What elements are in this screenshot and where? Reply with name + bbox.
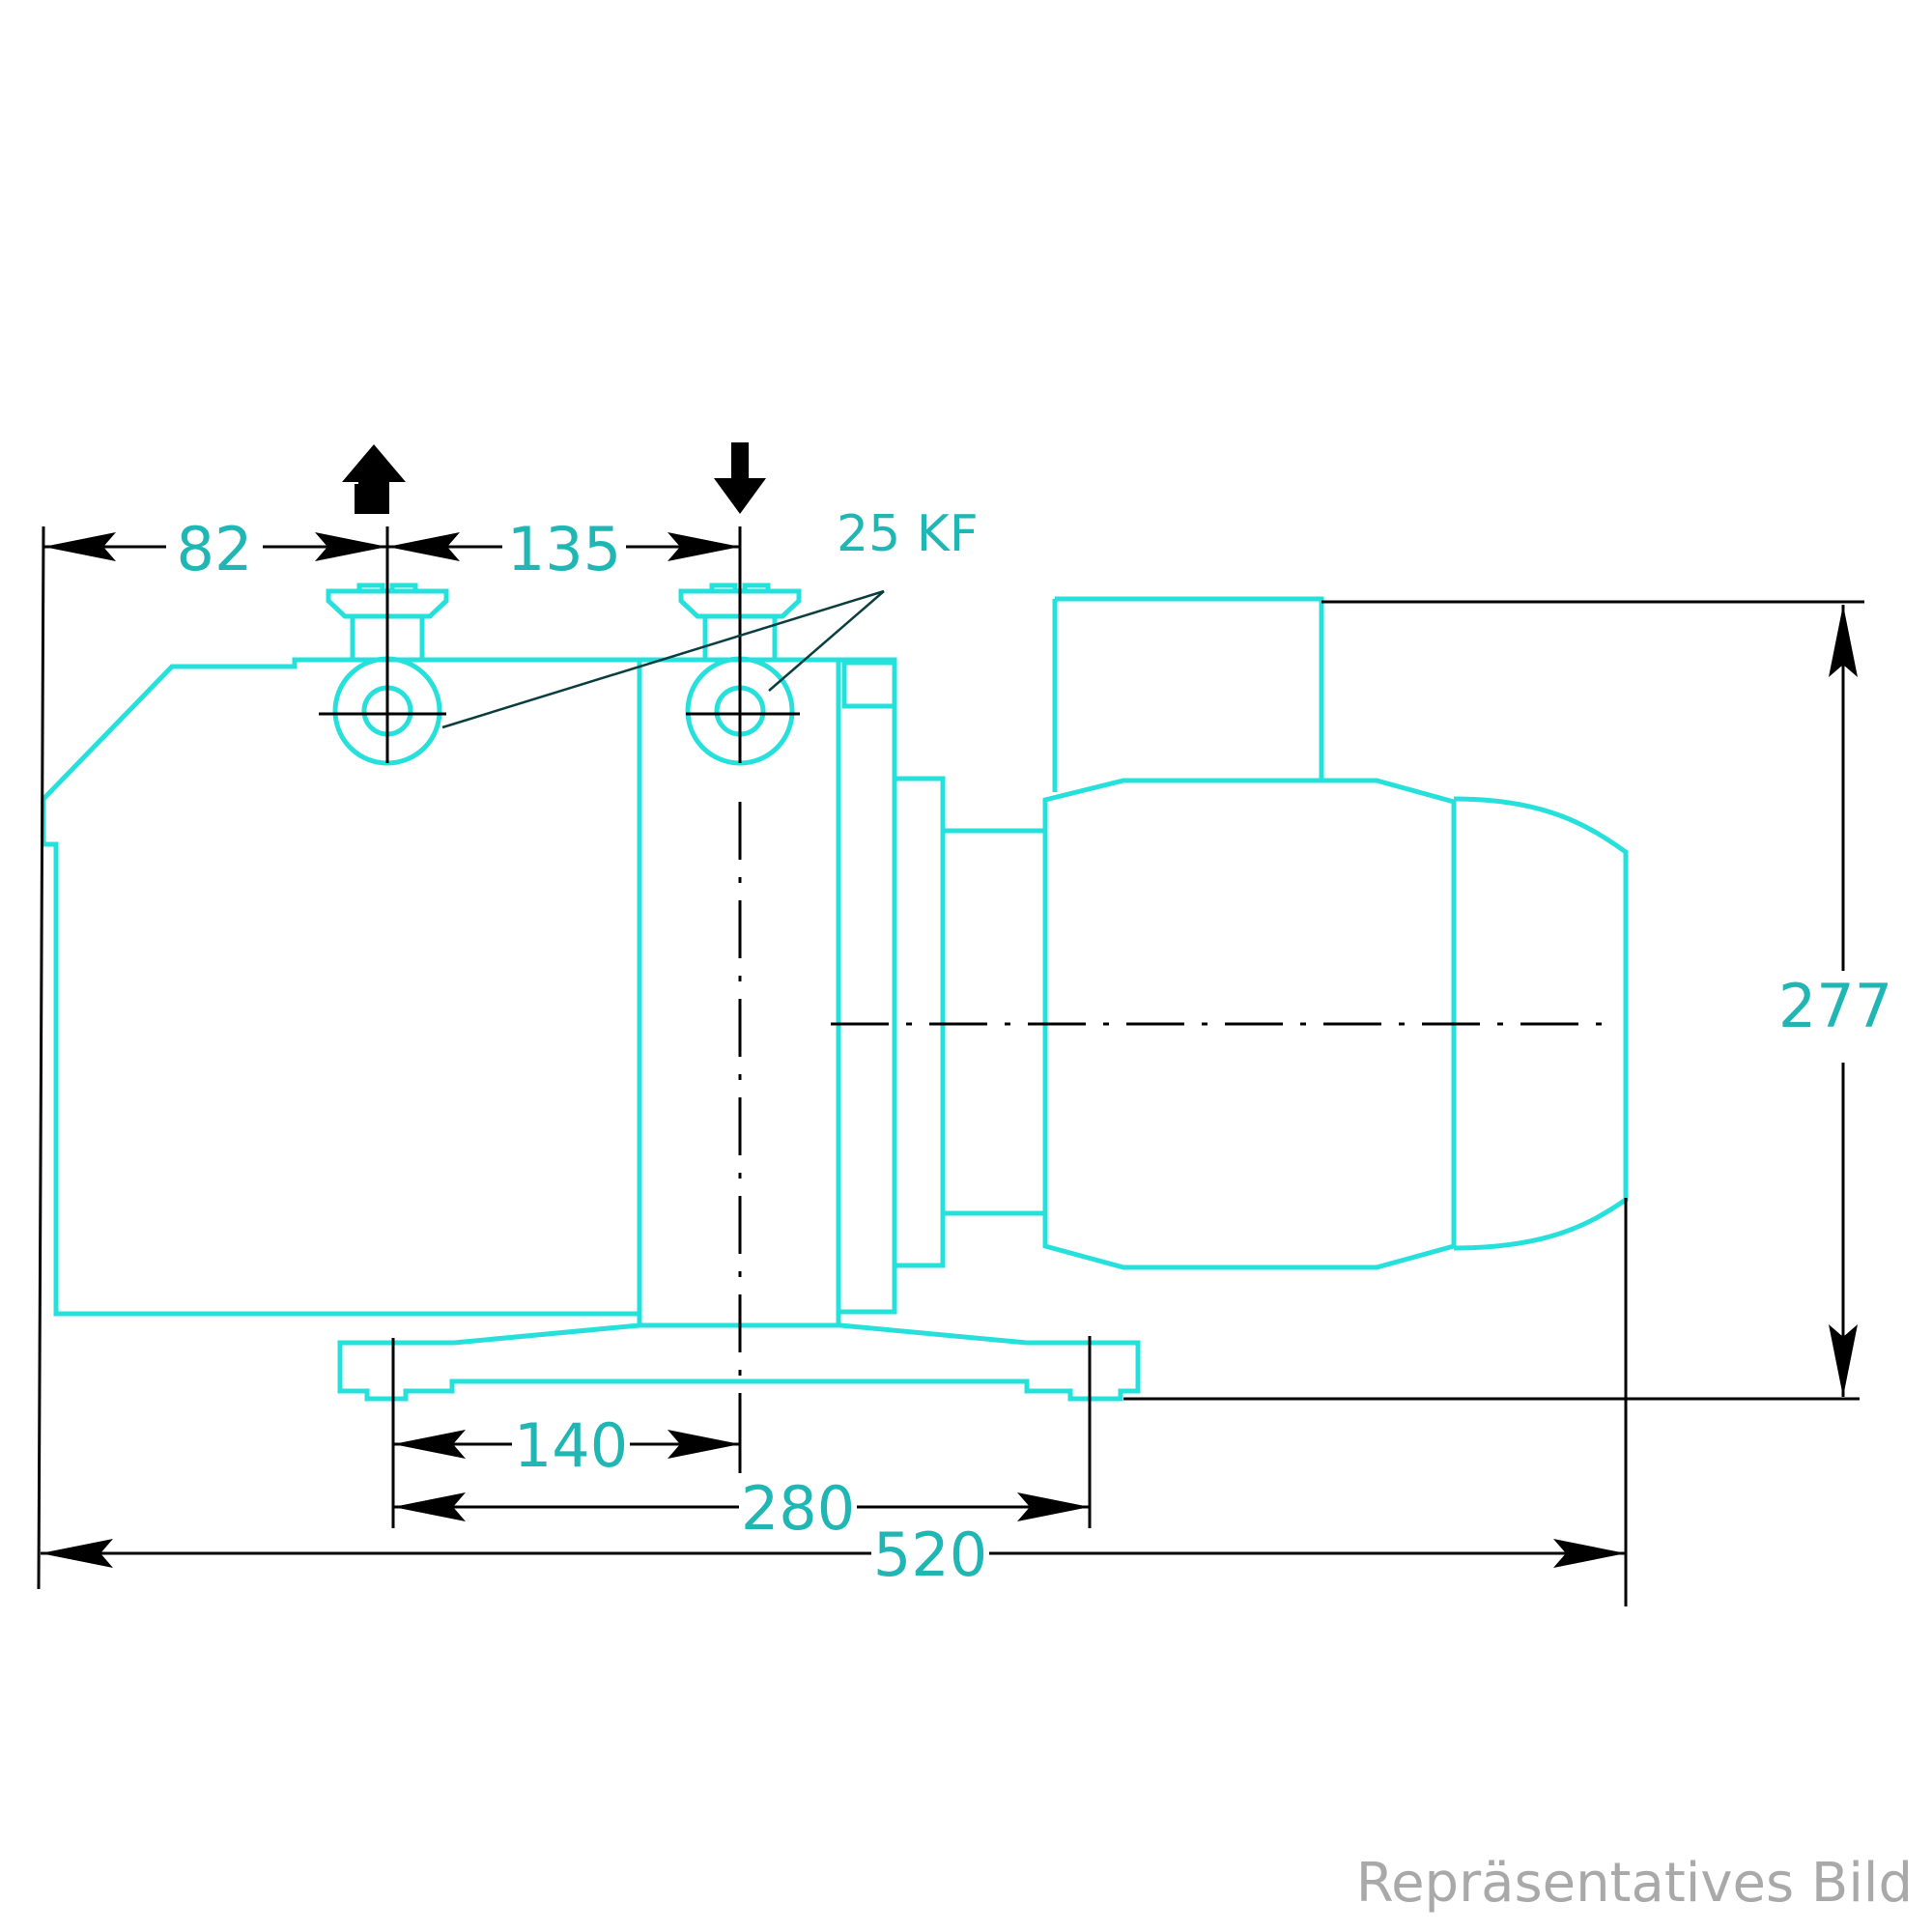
small-cover [841, 660, 897, 709]
coupling-housing [836, 657, 897, 1315]
bell-housing [892, 776, 946, 1268]
motor-flange [940, 828, 1048, 1216]
center-lines [319, 526, 1613, 1420]
terminal-box [1055, 596, 1324, 781]
flange-note: 25 KF [837, 505, 979, 563]
dim-135-label: 135 [507, 514, 621, 584]
oil-housing-outline [41, 657, 642, 1317]
dim-277-label: 277 [1778, 971, 1892, 1041]
dim-82-label: 82 [177, 514, 253, 584]
base-frame [337, 1322, 1141, 1402]
dim-280-label: 280 [741, 1473, 855, 1544]
dimension-labels: 82 135 140 280 520 277 [177, 514, 1893, 1590]
down-arrow-icon [714, 442, 766, 514]
dimension-lines [41, 532, 1858, 1568]
up-arrow-icon [342, 444, 406, 514]
caption: Repräsentatives Bild [1356, 1852, 1913, 1915]
motor-fan-cover [1453, 796, 1629, 1251]
flange-leaders [441, 589, 885, 729]
extension-lines [37, 526, 1864, 1606]
dim-140-label: 140 [514, 1410, 628, 1481]
dim-520-label: 520 [873, 1520, 987, 1590]
pump-body [41, 582, 1629, 1402]
